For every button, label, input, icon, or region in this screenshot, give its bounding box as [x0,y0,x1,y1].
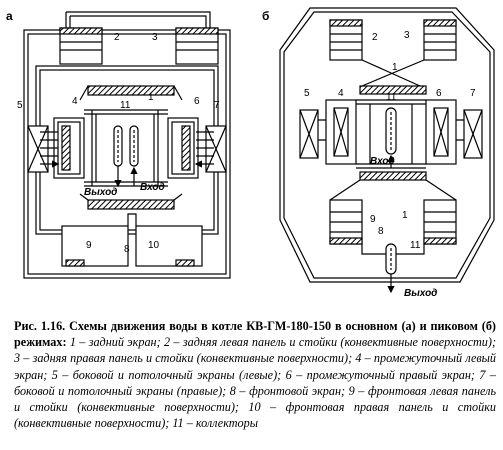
label-b-inlet: Вход [370,156,395,167]
rear-right-panel-3-b [423,19,457,61]
scheme-a-basic-mode: а [6,9,231,279]
right-side-screen-7 [205,125,227,173]
label-b-11-bottom: 11 [410,240,421,251]
label-a-10: 10 [148,240,160,251]
label-b-6: 6 [436,88,442,99]
label-b-4: 4 [338,88,344,99]
label-a-inlet: Вход [140,182,165,193]
rear-right-panel-3 [175,27,219,65]
front-left-panel-9 [61,225,129,267]
label-a-outlet: Выход [84,187,117,198]
caption-legend: 1 – задний экран; 2 – задняя левая панел… [14,335,496,431]
label-b-8: 8 [378,226,384,237]
caption-title: Рис. 1.16. Схемы движения воды в котле К… [14,319,496,350]
label-b-11-top: 11 [386,92,397,103]
label-b-1-top: 1 [392,62,398,73]
label-a-8: 8 [124,244,130,255]
label-b-7: 7 [470,88,476,99]
scheme-b-peak-mode: б [262,7,495,299]
label-b-2: 2 [372,32,378,43]
rear-left-panel-2 [59,27,103,65]
rear-screen-1-b [359,85,427,95]
figure-caption: Рис. 1.16. Схемы движения воды в котле К… [14,318,496,431]
front-right-panel-10 [135,225,203,267]
collectors-11 [113,125,139,188]
front-right-panel-b [423,199,457,245]
label-a-3: 3 [152,32,158,43]
intermediate-right-screen-6-b [425,99,457,165]
label-a-7: 7 [214,100,220,111]
right-side-screen-7-b [463,109,483,159]
label-a-2: 2 [114,32,120,43]
boiler-water-flow-diagrams: а [6,7,495,299]
panel-a-letter: а [6,9,13,23]
label-b-9: 9 [370,214,376,225]
label-a-5: 5 [17,100,23,111]
intermediate-left-screen-4-b [325,99,357,165]
label-b-outlet: Выход [404,288,437,299]
label-a-9: 9 [86,240,92,251]
panel-b-letter: б [262,9,269,23]
rear-screen-1 [87,85,175,96]
front-screen-8 [87,199,175,210]
front-screen-8-b [359,171,427,181]
intermediate-left-screen-4 [40,117,85,179]
left-side-screen-5 [27,125,49,173]
label-b-3: 3 [404,30,410,41]
label-a-6: 6 [194,96,200,107]
collector-11-b [385,107,397,168]
label-a-11: 11 [120,100,131,111]
bottom-collector-outlet-b [361,243,425,294]
label-b-5: 5 [304,88,310,99]
front-left-panel-9-b [329,199,363,245]
left-side-screen-5-b [299,109,319,159]
label-a-1: 1 [148,92,154,103]
intermediate-right-screen-6 [167,117,214,179]
outer-pipe-loop-b [279,7,495,283]
outer-pipe-loop [23,29,231,279]
label-a-4: 4 [72,96,78,107]
label-b-1-bottom: 1 [402,210,408,221]
rear-left-panel-2-b [329,19,363,61]
